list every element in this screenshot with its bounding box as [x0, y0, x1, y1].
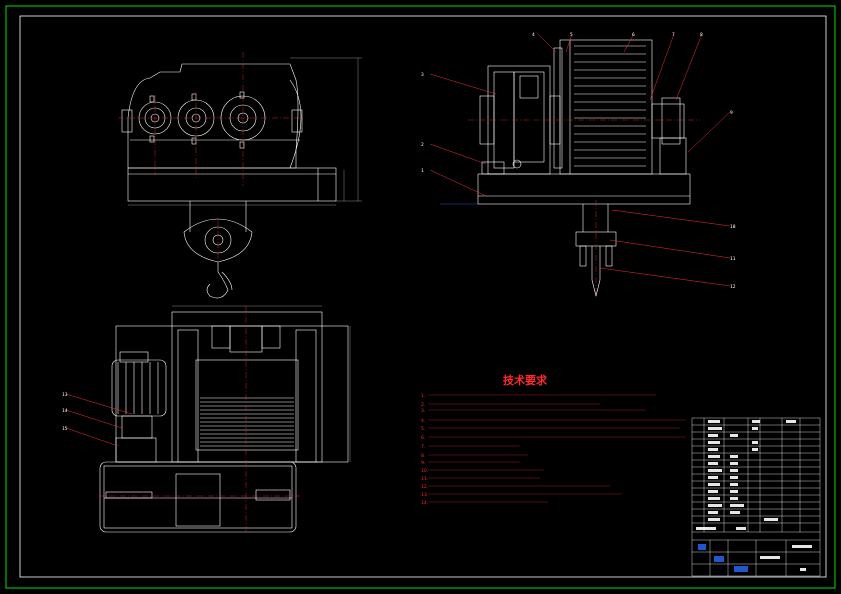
requirement-line-10: 10.: [421, 468, 428, 474]
requirement-line-7: 7.: [421, 444, 425, 450]
requirement-line-4: 4.: [421, 418, 425, 424]
balloon-7: 7: [672, 32, 675, 38]
balloon-11: 11: [730, 256, 736, 262]
requirement-line-6: 6.: [421, 435, 425, 441]
balloon-15: 15: [62, 426, 68, 432]
gear-icon: [138, 95, 266, 141]
balloon-6: 6: [632, 32, 635, 38]
requirement-line-3: 3.: [421, 408, 425, 414]
requirement-line-11: 11.: [421, 476, 428, 482]
requirement-line-2: 2.: [421, 402, 425, 408]
front-view: [121, 63, 337, 299]
balloon-5: 5: [570, 32, 573, 38]
requirement-line-14: 14.: [421, 500, 428, 506]
requirement-line-12: 12.: [421, 484, 428, 490]
requirement-line-9: 9.: [421, 460, 425, 466]
requirement-line-13: 13.: [421, 492, 428, 498]
balloon-2: 2: [421, 142, 424, 148]
balloon-3: 3: [421, 72, 424, 78]
balloon-10: 10: [730, 224, 736, 230]
balloon-9: 9: [730, 110, 733, 116]
motor-icon: [111, 351, 167, 463]
technical-requirements: 技术要求 1. 2.3. 4. 5. 6. 7. 8.9. 10. 11. 12. 13. 14.: [421, 373, 686, 506]
balloon-8: 8: [700, 32, 703, 38]
balloon-14: 14: [62, 408, 68, 414]
drum-icon: [553, 39, 653, 175]
requirements-title: 技术要求: [503, 373, 548, 387]
outer-frame: [5, 5, 836, 589]
plan-view: [99, 311, 349, 533]
balloon-1: 1: [421, 168, 424, 174]
requirement-line-8: 8.: [421, 453, 425, 459]
balloon-12: 12: [730, 284, 736, 290]
inner-frame: [19, 15, 827, 578]
balloon-13: 13: [62, 392, 68, 398]
requirement-line-1: 1.: [421, 393, 425, 399]
hook-icon: [183, 201, 253, 299]
requirement-line-5: 5.: [421, 426, 425, 432]
balloon-4: 4: [532, 32, 535, 38]
parts-list: [691, 417, 821, 577]
side-view: [477, 39, 691, 297]
highlight-cells: [698, 544, 748, 572]
